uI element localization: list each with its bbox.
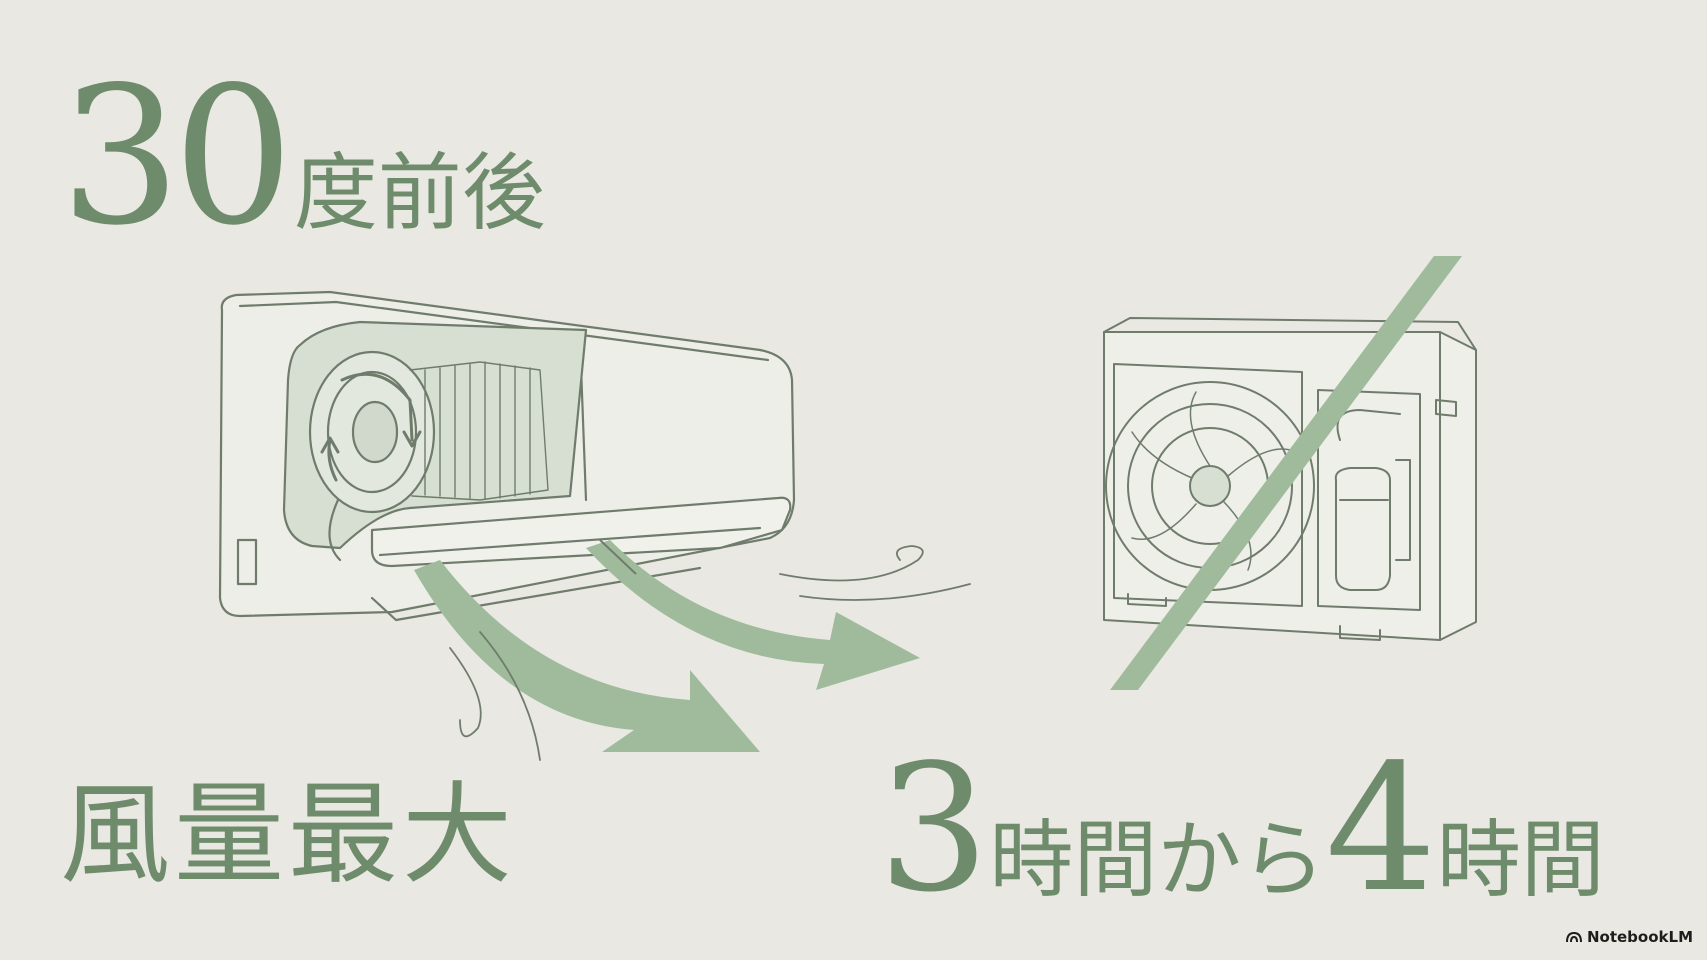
duration-label: 3時間から4時間 [878,742,1605,917]
temperature-label: 30度前後 [60,62,546,252]
temperature-suffix: 度前後 [293,144,546,242]
duration-end-number: 4 [1325,728,1437,931]
indoor-ac-unit-illustration [218,290,796,622]
temperature-number: 30 [60,46,294,267]
airflow-arrows [414,539,971,761]
fan-setting-label: 風量最大 [60,771,516,899]
duration-start-number: 3 [878,728,990,931]
notebooklm-watermark: NotebookLM [1565,928,1693,946]
notebooklm-logo-icon [1565,931,1582,943]
duration-start-unit: 時間から [989,811,1326,909]
slash-mark [1110,256,1462,690]
brand-name: NotebookLM [1586,928,1693,946]
duration-end-unit: 時間 [1436,811,1605,909]
